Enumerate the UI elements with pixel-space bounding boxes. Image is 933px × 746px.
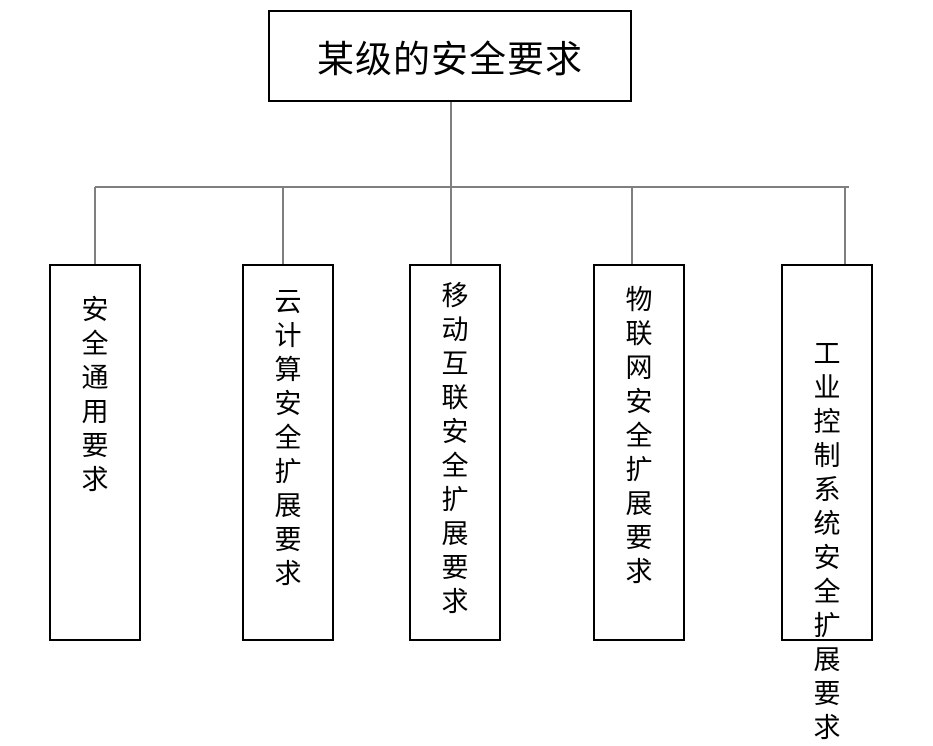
child-node-mobile: 移动互联安全扩展要求	[409, 264, 501, 641]
child-node-label: 物联网安全扩展要求	[625, 285, 653, 588]
child-node-label: 工业控制系统安全扩展要求	[813, 339, 841, 744]
child-node-general: 安全通用要求	[49, 264, 141, 641]
child-node-label: 云计算安全扩展要求	[274, 287, 302, 590]
child-node-industrial: 工业控制系统安全扩展要求	[781, 264, 873, 744]
root-node: 某级的安全要求	[268, 10, 632, 102]
child-node-label: 安全通用要求	[81, 295, 109, 496]
connector-lines	[94, 102, 849, 265]
root-node-label: 某级的安全要求	[317, 38, 583, 81]
child-node-iot: 物联网安全扩展要求	[593, 264, 685, 641]
child-node-cloud: 云计算安全扩展要求	[242, 264, 334, 641]
child-node-label: 移动互联安全扩展要求	[441, 281, 469, 618]
